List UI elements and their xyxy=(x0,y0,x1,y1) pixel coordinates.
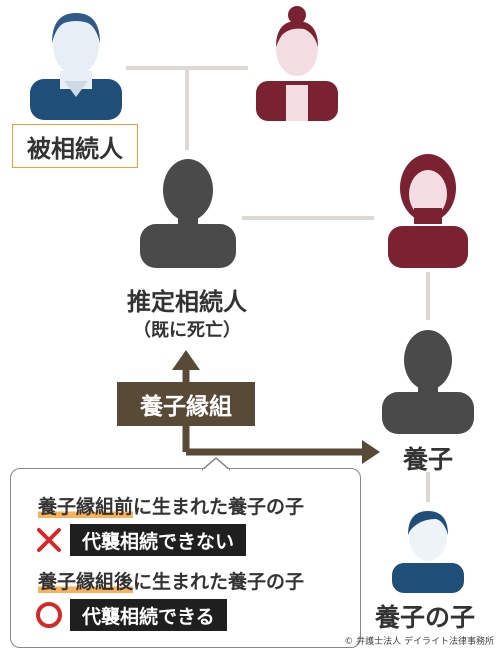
decedent-label: 被相続人 xyxy=(12,124,138,168)
post-adoption-row: 養子縁組後に生まれた養子の子 xyxy=(38,567,304,594)
cross-mark-icon xyxy=(37,528,61,552)
pre-adoption-highlight: 養子縁組前 xyxy=(38,496,134,518)
callout-pointer xyxy=(202,457,230,471)
decedent-avatar-icon xyxy=(30,13,122,120)
spouse-line-middle xyxy=(242,216,374,220)
adoption-tag: 養子縁組 xyxy=(117,382,255,426)
presumed-heir-note: （既に死亡） xyxy=(133,320,241,341)
presumed-heir-avatar-icon xyxy=(140,159,236,268)
cannot-inherit-label: 代襲相続できない xyxy=(70,524,247,556)
adopted-child-label: 養子 xyxy=(402,445,453,474)
post-adoption-highlight: 養子縁組後 xyxy=(38,571,134,593)
can-inherit-label: 代襲相続できる xyxy=(70,599,227,631)
presumed-heir-label: 推定相続人 xyxy=(127,288,247,316)
adopted-child-avatar-icon xyxy=(382,330,474,434)
adoptee-child-line xyxy=(426,472,430,502)
heir-spouse-avatar-icon xyxy=(388,154,468,268)
parent-child-line xyxy=(185,68,189,150)
copyright-credit: © 弁護士法人 デイライト法律事務所 xyxy=(344,637,494,647)
pre-adoption-row: 養子縁組前に生まれた養子の子 xyxy=(38,492,304,519)
decedent-spouse-avatar-icon xyxy=(256,6,338,121)
post-adoption-text: に生まれた養子の子 xyxy=(133,571,305,593)
circle-mark-icon xyxy=(36,602,62,628)
adoptees-child-label: 養子の子 xyxy=(374,603,475,632)
pre-adoption-text: に生まれた養子の子 xyxy=(133,496,305,518)
adoptees-child-avatar-icon xyxy=(392,511,464,593)
spouse-adoptee-line xyxy=(426,272,430,320)
